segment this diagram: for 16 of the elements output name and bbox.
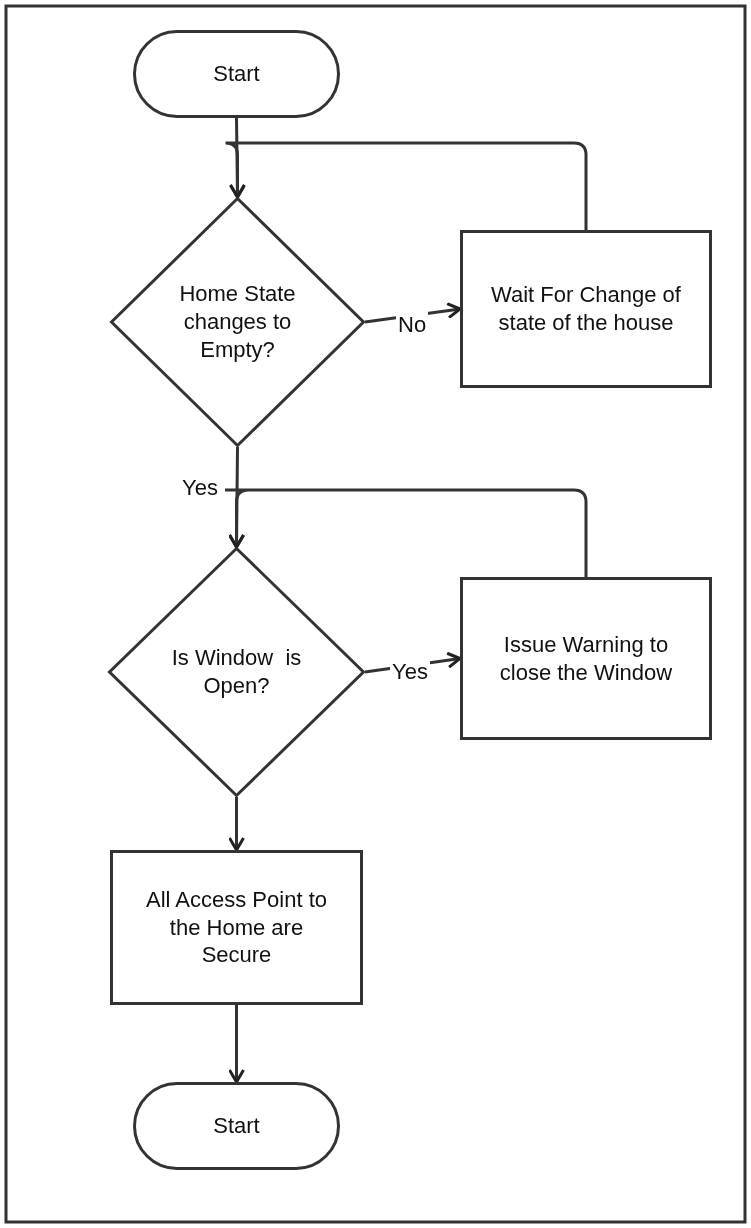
decision-diamond xyxy=(110,197,365,447)
terminal-label: Start xyxy=(213,60,260,88)
process-text: All Access Point to the Home are Secure xyxy=(145,885,328,970)
process-box xyxy=(460,577,712,740)
connector-arrow xyxy=(224,141,588,230)
connector-arrow xyxy=(223,488,588,577)
process-box xyxy=(110,850,363,1005)
process-box xyxy=(460,230,712,388)
decision-diamond xyxy=(108,547,365,797)
decision-text: Home State changes to Empty? xyxy=(178,280,297,364)
decision-text: Is Window is Open? xyxy=(170,644,303,700)
terminal-label: Start xyxy=(213,1112,260,1140)
connector-arrow xyxy=(228,1005,245,1084)
process-text: Wait For Change of state of the house xyxy=(490,281,682,337)
process-text: Issue Warning to close the Window xyxy=(498,630,674,687)
connector-arrow xyxy=(228,797,245,852)
